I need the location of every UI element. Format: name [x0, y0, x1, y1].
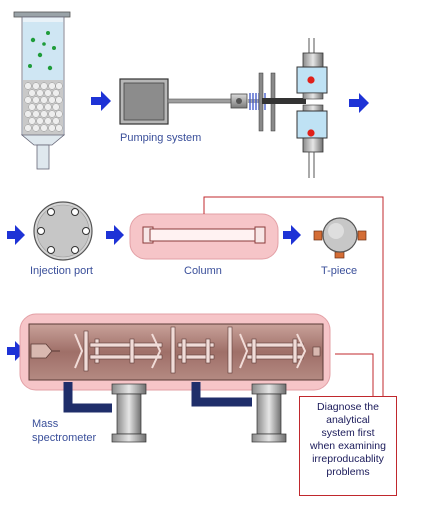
label-injection-port: Injection port — [30, 265, 93, 277]
note-line: when examining — [310, 440, 386, 452]
diagnosis-note: Diagnose the analytical system first whe… — [299, 396, 397, 496]
t-piece — [313, 217, 367, 259]
flow-arrow-5 — [283, 225, 301, 245]
column — [129, 213, 279, 260]
note-line: irreproducablity — [312, 453, 384, 465]
flow-arrow-1 — [91, 91, 111, 111]
solvent-reservoir — [13, 11, 71, 170]
label-pumping-system: Pumping system — [120, 132, 202, 144]
callout-connector — [203, 196, 384, 398]
flow-arrow-2 — [349, 93, 369, 113]
note-line: system first — [321, 427, 375, 439]
injection-port — [33, 201, 93, 261]
note-line: Diagnose the — [317, 401, 379, 413]
label-t-piece: T-piece — [321, 265, 358, 277]
check-valves — [296, 38, 328, 178]
mass-spectrometer — [19, 313, 331, 391]
flow-arrow-6 — [7, 341, 25, 361]
note-line: analytical — [326, 414, 370, 426]
flow-arrow-4 — [106, 225, 124, 245]
flow-arrow-3 — [7, 225, 25, 245]
note-line: problems — [326, 466, 370, 478]
vacuum-pumps — [63, 382, 287, 443]
label-column: Column — [184, 265, 222, 277]
pump — [119, 72, 306, 132]
label-mass-spectrometer-1: Mass — [32, 418, 59, 430]
label-mass-spectrometer-2: spectrometer — [32, 432, 97, 444]
